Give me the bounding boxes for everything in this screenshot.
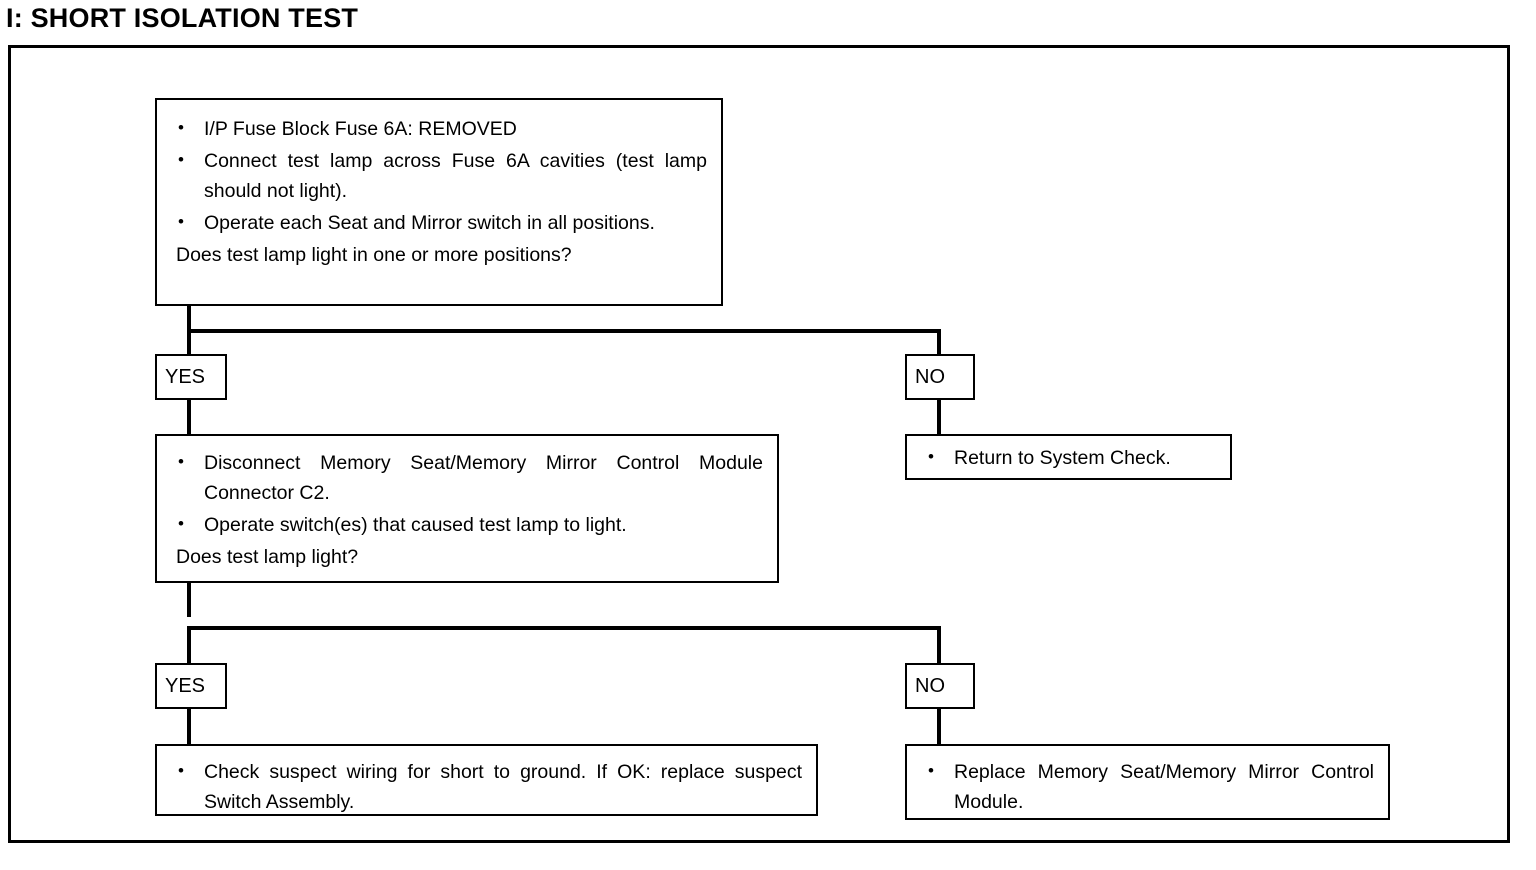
test-setup-bullets: I/P Fuse Block Fuse 6A: REMOVED Connect … bbox=[157, 113, 707, 238]
connector-v-split1-to-no bbox=[937, 329, 941, 356]
connector-h-split2 bbox=[187, 626, 941, 630]
connector-v-yes2-to-node bbox=[187, 709, 191, 746]
bullet-item: Check suspect wiring for short to ground… bbox=[157, 756, 802, 817]
decision-label: YES bbox=[165, 366, 206, 388]
decision-label: NO bbox=[915, 675, 945, 697]
node-disconnect-module: Disconnect Memory Seat/Memory Mirror Con… bbox=[155, 434, 779, 583]
check-wiring-bullets: Check suspect wiring for short to ground… bbox=[157, 756, 802, 817]
node-test-setup: I/P Fuse Block Fuse 6A: REMOVED Connect … bbox=[155, 98, 723, 306]
connector-v-box2-to-split bbox=[187, 583, 191, 617]
connector-v-yes1-to-node2 bbox=[187, 400, 191, 436]
decision-label: NO bbox=[915, 366, 945, 388]
connector-v-box1-to-split bbox=[187, 306, 191, 332]
connector-v-split2-to-no bbox=[937, 626, 941, 664]
replace-module-bullets: Replace Memory Seat/Memory Mirror Contro… bbox=[907, 756, 1374, 817]
bullet-item: Operate switch(es) that caused test lamp… bbox=[157, 509, 763, 540]
connector-v-no1-to-node bbox=[937, 400, 941, 436]
disconnect-module-question: Does test lamp light? bbox=[176, 546, 359, 568]
bullet-item: Connect test lamp across Fuse 6A cavitie… bbox=[157, 145, 707, 206]
connector-v-no2-to-node bbox=[937, 709, 941, 746]
test-setup-question: Does test lamp light in one or more posi… bbox=[176, 244, 572, 266]
bullet-item: Operate each Seat and Mirror switch in a… bbox=[157, 207, 707, 238]
connector-h-split1 bbox=[187, 329, 941, 333]
connector-v-split1-to-yes bbox=[187, 329, 191, 356]
decision-branch1-yes[interactable]: YES bbox=[155, 354, 227, 400]
connector-v-split2-to-yes bbox=[187, 626, 191, 664]
bullet-item: I/P Fuse Block Fuse 6A: REMOVED bbox=[157, 113, 707, 144]
node-check-wiring: Check suspect wiring for short to ground… bbox=[155, 744, 818, 816]
decision-label: YES bbox=[165, 675, 206, 697]
bullet-item: Return to System Check. bbox=[907, 442, 1220, 473]
decision-branch2-no[interactable]: NO bbox=[905, 663, 975, 709]
decision-branch1-no[interactable]: NO bbox=[905, 354, 975, 400]
decision-branch2-yes[interactable]: YES bbox=[155, 663, 227, 709]
bullet-item: Disconnect Memory Seat/Memory Mirror Con… bbox=[157, 447, 763, 508]
page-title: I: SHORT ISOLATION TEST bbox=[6, 3, 359, 33]
node-return-system-check: Return to System Check. bbox=[905, 434, 1232, 480]
return-system-check-bullets: Return to System Check. bbox=[907, 442, 1220, 473]
node-replace-module: Replace Memory Seat/Memory Mirror Contro… bbox=[905, 744, 1390, 820]
disconnect-module-bullets: Disconnect Memory Seat/Memory Mirror Con… bbox=[157, 447, 763, 540]
bullet-item: Replace Memory Seat/Memory Mirror Contro… bbox=[907, 756, 1374, 817]
